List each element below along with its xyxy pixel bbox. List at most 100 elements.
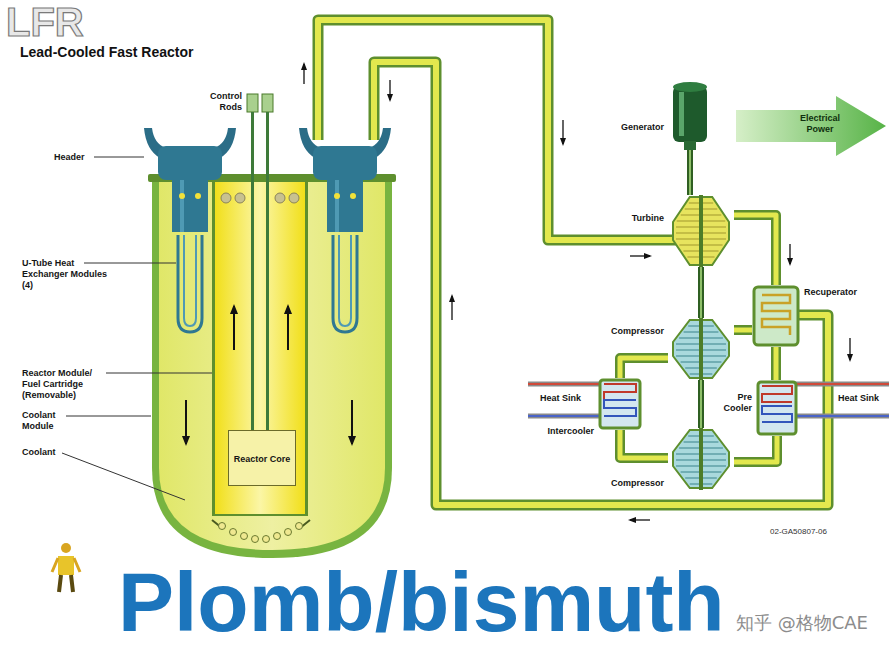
pipe-connector: [620, 430, 668, 458]
node-label: Pre Cooler: [714, 392, 752, 414]
circle-part: [195, 193, 201, 199]
rect-part: [215, 182, 305, 514]
part-label: Coolant: [22, 447, 56, 458]
connector-outline: [698, 267, 704, 318]
precooler-symbol-outline: [756, 380, 798, 436]
shaft-connector: [690, 150, 691, 195]
circle-part: [296, 523, 303, 530]
pipe-connector: [776, 347, 777, 380]
rect-part: [262, 94, 273, 112]
flow-arrow-head: [449, 294, 455, 302]
circle-part: [219, 523, 226, 530]
circle-part: [334, 193, 340, 199]
path-part: [792, 382, 889, 387]
connector-core: [689, 150, 691, 195]
node-label: Compressor: [611, 326, 664, 337]
connector-core: [734, 436, 777, 462]
output-label: Electrical Power: [790, 113, 850, 135]
path-part: [62, 453, 185, 500]
connector-outline: [734, 325, 752, 335]
drawing-number: 02-GA50807-06: [770, 527, 827, 537]
path-part: [184, 235, 196, 326]
path-part: [604, 400, 636, 416]
polygon-part: [736, 96, 886, 156]
rect-part: [684, 141, 696, 150]
flow-arrow-head: [230, 304, 238, 314]
node-label: Turbine: [632, 213, 664, 224]
path-part: [528, 382, 604, 387]
shaft-connector: [701, 380, 702, 428]
circle-part: [289, 193, 299, 203]
path-part: [792, 415, 889, 417]
connector-core: [700, 380, 702, 428]
flow-arrow-head: [301, 62, 307, 70]
logo-text: LFR: [6, 2, 84, 42]
path-part: [152, 178, 392, 558]
rect-part: [247, 94, 258, 112]
heat-sink-label: Heat Sink: [838, 393, 879, 404]
recuperator-symbol-outline: [752, 285, 800, 347]
intercooler-symbol-outline: [598, 378, 642, 430]
pipe-connector: [620, 358, 668, 378]
rect-part: [180, 180, 184, 232]
node-label: Intercooler: [547, 426, 594, 437]
rect-part: [212, 182, 308, 516]
connector-core: [620, 358, 668, 378]
circle-part: [235, 193, 245, 203]
node-label: Recuperator: [804, 287, 857, 298]
connector-outline: [734, 215, 776, 285]
flow-arrow-head: [387, 94, 393, 102]
intercooler-symbol: Intercooler: [598, 378, 642, 430]
rect-part: [172, 180, 208, 232]
path-part: [792, 414, 889, 419]
connector-outline: [734, 436, 777, 462]
path-part: [762, 386, 792, 402]
path-part: [52, 558, 80, 572]
connector-core: [734, 215, 776, 285]
reactor-core-box: Reactor Core: [228, 430, 296, 486]
path-part: [528, 415, 604, 417]
connector-outline: [698, 380, 704, 428]
compressor-symbol: Compressor: [668, 428, 734, 490]
path-part: [251, 112, 254, 430]
node-label: Compressor: [611, 478, 664, 489]
node-label: Generator: [621, 122, 664, 133]
path-part: [333, 235, 357, 332]
connector-outline: [620, 358, 668, 378]
flow-arrow-head: [787, 258, 793, 266]
precooler-symbol: Pre Cooler: [756, 380, 798, 436]
connector-core: [734, 328, 752, 333]
circle-part: [285, 529, 292, 536]
rect-part: [699, 318, 703, 380]
part-label: Control Rods: [190, 91, 242, 113]
path-part: [792, 383, 889, 385]
rect-part: [327, 180, 363, 232]
generator-symbol: Generator: [670, 78, 710, 150]
flow-arrow-head: [847, 354, 853, 362]
heat-sink-label: Heat Sink: [540, 393, 581, 404]
compressor-symbol: Compressor: [668, 318, 734, 380]
overlay-caption: Plomb/bismuth: [118, 560, 725, 644]
path-part: [266, 112, 269, 430]
ellipse-part: [673, 82, 707, 92]
rect-part: [673, 86, 707, 142]
connector-core: [620, 430, 668, 458]
flow-arrow-head: [628, 517, 636, 523]
flow-arrow-head: [348, 436, 356, 446]
path-part: [339, 235, 351, 326]
connector-outline: [620, 430, 668, 458]
generator-symbol-outline: [670, 78, 710, 150]
watermark: 知乎 @格物CAE: [736, 612, 868, 634]
path-part: [94, 157, 144, 158]
path-part: [84, 263, 176, 264]
path-part: [762, 406, 792, 422]
compressor-symbol-outline: [668, 428, 734, 490]
flow-arrow-head: [182, 436, 190, 446]
path-part: [58, 556, 74, 575]
rect-part: [699, 195, 703, 267]
circle-part: [252, 536, 259, 543]
turbine-symbol: Turbine: [668, 195, 734, 267]
diagram-title: Lead-Cooled Fast Reactor: [20, 44, 193, 60]
circle-part: [179, 193, 185, 199]
